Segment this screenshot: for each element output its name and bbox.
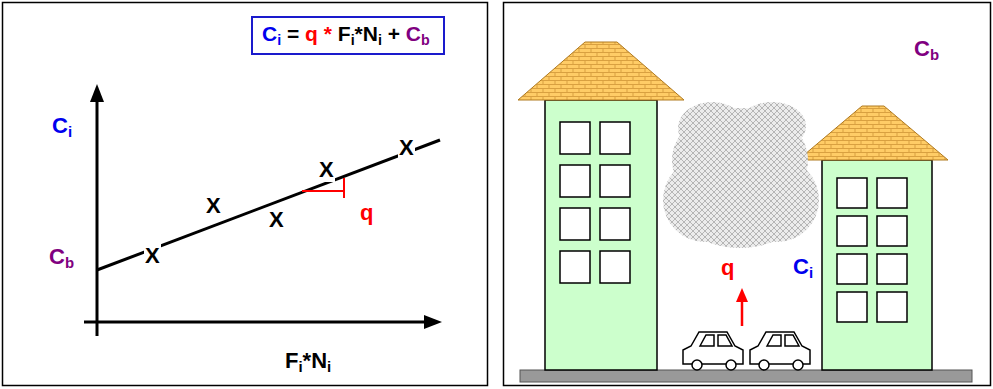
left-panel (3, 3, 488, 386)
right-panel (504, 3, 991, 386)
data-point: X (205, 193, 222, 218)
formula-term: Fi*Ni (338, 22, 382, 45)
subscript: b (930, 46, 939, 63)
y-axis (96, 100, 99, 336)
subscript: b (65, 254, 74, 271)
ground (520, 370, 972, 382)
axis-label: Cb (49, 244, 74, 272)
formula-term: + (388, 22, 400, 45)
windows (837, 178, 907, 322)
data-point: X (398, 135, 415, 160)
x-axis-arrowhead (424, 315, 442, 329)
subscript: i (809, 264, 813, 281)
roof (518, 42, 684, 100)
axis-label: Fi*Ni (285, 348, 331, 376)
subscript: i (277, 32, 281, 48)
emission-arrow (741, 300, 744, 326)
formula-term: q (305, 22, 318, 45)
data-point: X (144, 243, 161, 268)
slope-marker (302, 190, 345, 192)
subscript: i (68, 123, 72, 140)
formula-term: = (287, 22, 299, 45)
car (750, 332, 810, 370)
building (822, 160, 932, 370)
x-axis (84, 321, 426, 324)
axis-label: q (360, 200, 373, 225)
axis-label: Cb (914, 36, 939, 64)
axis-label: q (721, 255, 734, 280)
formula-term: * (324, 22, 332, 45)
subscript: i (298, 358, 302, 375)
emission-arrowhead (736, 288, 748, 302)
formula-term: Ci (262, 22, 281, 45)
subscript: i (327, 358, 331, 375)
pollution-cloud (663, 102, 819, 248)
car (683, 332, 743, 370)
axis-label: Ci (52, 113, 72, 141)
formula-box: Ci = q * Fi*Ni + Cb (251, 16, 445, 55)
subscript: i (351, 32, 355, 48)
data-point: X (318, 157, 335, 182)
subscript: b (421, 32, 430, 48)
axis-label: Ci (793, 254, 813, 282)
regression-line (97, 140, 440, 270)
data-point: X (268, 207, 285, 232)
subscript: i (378, 32, 382, 48)
building (545, 100, 657, 370)
formula-term: Cb (406, 22, 430, 45)
windows (560, 122, 630, 283)
slope-marker (343, 178, 345, 198)
y-axis-arrowhead (90, 84, 104, 102)
formula-text: Ci = q * Fi*Ni + Cb (262, 21, 434, 49)
roof (798, 106, 948, 160)
